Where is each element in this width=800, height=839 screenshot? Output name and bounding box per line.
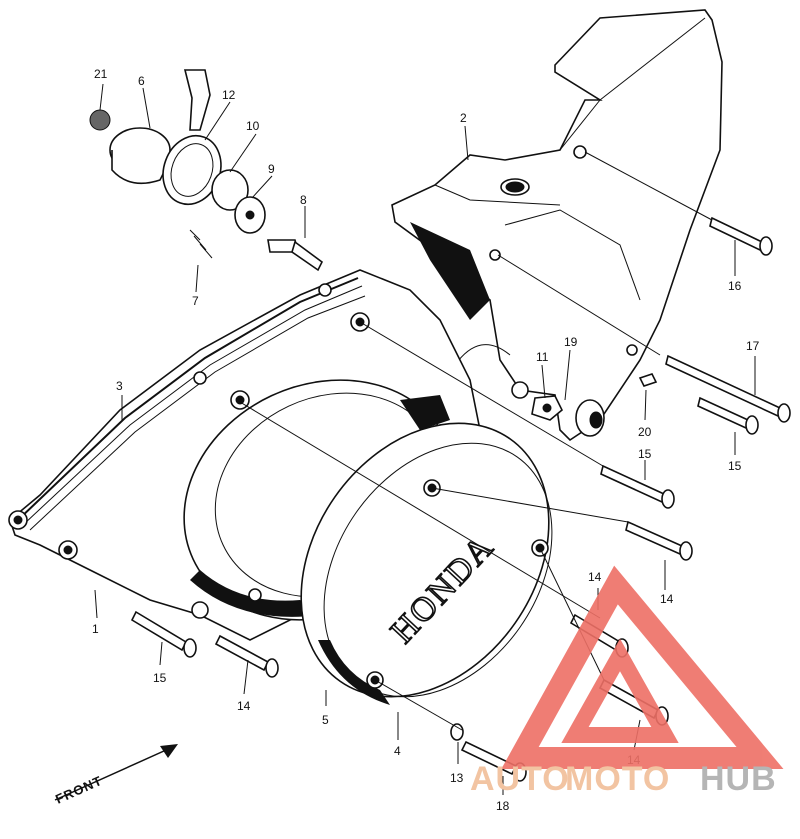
nut-11-19 bbox=[531, 395, 563, 421]
label-part-15-right: 15 bbox=[728, 459, 742, 473]
label-part-2: 2 bbox=[460, 111, 467, 125]
label-part-14-right: 14 bbox=[660, 592, 674, 606]
label-part-14-left: 14 bbox=[237, 699, 251, 713]
bolt-16 bbox=[709, 216, 773, 256]
bolt-14-right bbox=[625, 520, 693, 561]
leader-lines bbox=[94, 83, 756, 795]
bolt-15-right bbox=[697, 396, 759, 435]
label-part-15-middle: 15 bbox=[638, 447, 652, 461]
label-part-6: 6 bbox=[138, 74, 145, 88]
label-part-20: 20 bbox=[638, 425, 652, 439]
label-part-5: 5 bbox=[322, 713, 329, 727]
washer-13 bbox=[450, 723, 464, 741]
clip-20 bbox=[638, 373, 658, 387]
watermark-moto: MOTO bbox=[565, 760, 670, 798]
label-part-1: 1 bbox=[92, 622, 99, 636]
watermark-hub: HUB bbox=[700, 760, 777, 798]
label-part-13: 13 bbox=[450, 771, 464, 785]
label-part-4: 4 bbox=[394, 744, 401, 758]
label-part-16: 16 bbox=[728, 279, 742, 293]
watermark-auto: AUTO bbox=[470, 760, 570, 798]
front-direction-arrow: FRONT bbox=[53, 744, 178, 807]
part-4-honda-cover: HONDA bbox=[300, 422, 553, 705]
label-part-10: 10 bbox=[246, 119, 260, 133]
label-part-8: 8 bbox=[300, 193, 307, 207]
label-part-21: 21 bbox=[94, 67, 108, 81]
label-part-12: 12 bbox=[222, 88, 236, 102]
label-part-15-left: 15 bbox=[153, 671, 167, 685]
automotohub-watermark: AUTO MOTO HUB bbox=[470, 565, 784, 798]
clutch-lifter-assembly bbox=[89, 69, 324, 272]
label-part-14-center: 14 bbox=[588, 570, 602, 584]
label-part-19: 19 bbox=[564, 335, 578, 349]
part-21-cap bbox=[89, 109, 111, 131]
watermark-triangle-logo-icon bbox=[501, 565, 784, 769]
label-part-9: 9 bbox=[268, 162, 275, 176]
label-part-7: 7 bbox=[192, 294, 199, 308]
bolt-17 bbox=[665, 354, 791, 423]
label-part-3: 3 bbox=[116, 379, 123, 393]
bolt-14-left bbox=[214, 634, 279, 678]
label-part-11: 11 bbox=[536, 350, 549, 364]
label-part-18: 18 bbox=[496, 799, 510, 813]
bolt-15-left bbox=[130, 610, 197, 658]
front-label: FRONT bbox=[53, 773, 105, 807]
bolt-15-middle bbox=[600, 464, 675, 509]
part-2-rear-cover bbox=[391, 9, 723, 442]
label-part-17: 17 bbox=[746, 339, 760, 353]
